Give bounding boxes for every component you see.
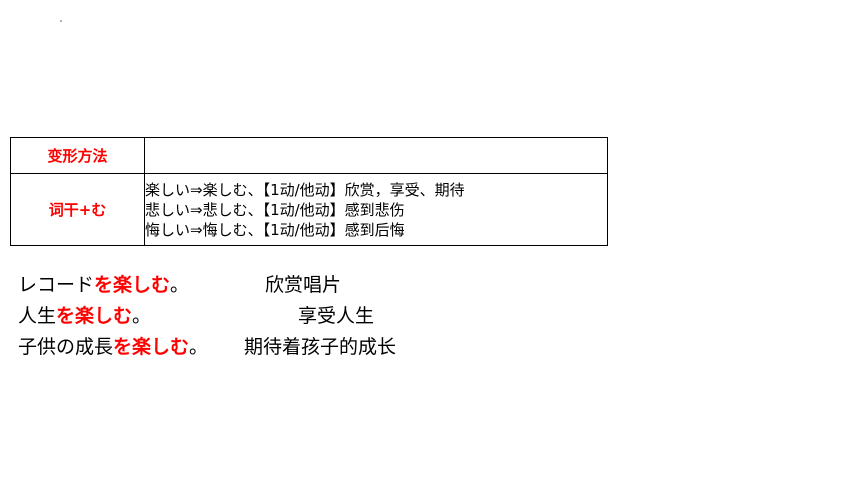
sentence-child-growth: 子供の成長を楽しむ。 期待着孩子的成长 [18, 332, 838, 363]
sentence-translation: 期待着孩子的成长 [244, 336, 397, 358]
method-content [144, 137, 608, 174]
grammar-table: 变形方法 词干+む 楽しい⇒楽しむ、【1动/他动】欣赏，享受、期待 悲しい⇒悲し… [10, 137, 608, 246]
sentence-end: 。 [170, 274, 190, 296]
method-label: 变形方法 [10, 137, 145, 174]
sentence-plain: レコード [18, 274, 95, 296]
example-line-tanoshimu: 楽しい⇒楽しむ、【1动/他动】欣赏，享受、期待 [145, 180, 465, 199]
table-row-method: 变形方法 [10, 137, 608, 174]
stem-label: 词干+む [10, 173, 145, 246]
sentence-record: レコードを楽しむ。 欣赏唱片 [18, 270, 838, 301]
sentence-japanese: 子供の成長を楽しむ。 [18, 332, 208, 363]
sentence-emphasis: を楽しむ [94, 274, 171, 296]
sentence-end: 。 [189, 336, 209, 358]
sentence-japanese: レコードを楽しむ。 [18, 270, 189, 301]
sentence-emphasis: を楽しむ [56, 305, 133, 327]
sentence-life: 人生を楽しむ。 享受人生 [18, 301, 838, 332]
example-sentences: レコードを楽しむ。 欣赏唱片 人生を楽しむ。 享受人生 子供の成長を楽しむ。 期… [18, 270, 838, 363]
stem-content: 楽しい⇒楽しむ、【1动/他动】欣赏，享受、期待 悲しい⇒悲しむ、【1动/他动】感… [144, 173, 608, 246]
table-row-stem: 词干+む 楽しい⇒楽しむ、【1动/他动】欣赏，享受、期待 悲しい⇒悲しむ、【1动… [10, 173, 608, 246]
sentence-translation: 享受人生 [298, 305, 375, 327]
example-line-kanashimu: 悲しい⇒悲しむ、【1动/他动】感到悲伤 [145, 200, 405, 219]
decorative-dot [60, 20, 62, 22]
sentence-translation: 欣赏唱片 [265, 274, 342, 296]
sentence-japanese: 人生を楽しむ。 [18, 301, 151, 332]
example-line-kuyashimu: 悔しい⇒悔しむ、【1动/他动】感到后悔 [145, 220, 405, 239]
sentence-end: 。 [132, 305, 152, 327]
sentence-plain: 子供の成長 [18, 336, 114, 358]
sentence-emphasis: を楽しむ [113, 336, 190, 358]
sentence-plain: 人生 [18, 305, 57, 327]
